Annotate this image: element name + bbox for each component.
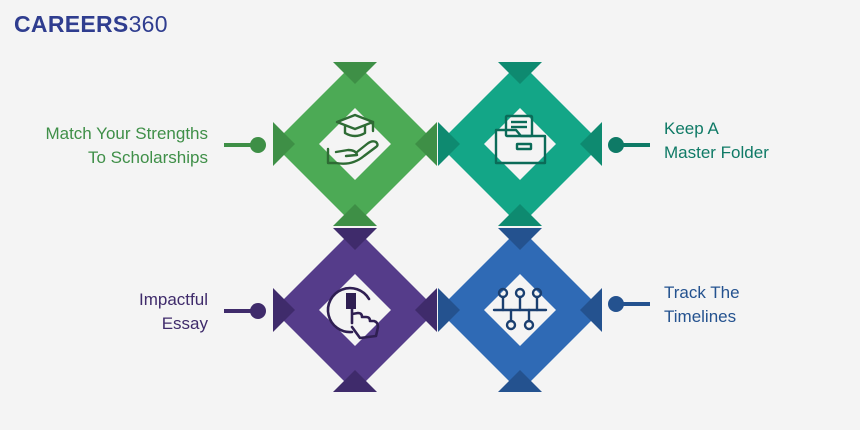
diamond-blue	[438, 228, 602, 392]
touch-click-icon	[326, 286, 380, 340]
connector-teal	[608, 137, 650, 153]
label-match-strengths: Match Your Strengths To Scholarships	[45, 124, 208, 167]
label-master-folder: Keep A Master Folder	[664, 119, 769, 162]
diamond-purple	[273, 228, 437, 392]
folder-icon	[494, 114, 547, 165]
diamond-green	[273, 62, 437, 226]
logo-text-regular: 360	[128, 11, 168, 37]
timeline-nodes-icon	[492, 287, 548, 331]
graduation-cap-hand-icon	[326, 113, 379, 165]
connector-green	[224, 137, 266, 153]
logo-text-bold: CAREERS	[14, 11, 129, 37]
connector-purple	[224, 303, 266, 319]
label-impactful-essay: Impactful Essay	[139, 290, 208, 333]
diamond-teal	[438, 62, 602, 226]
label-track-timelines: Track The Timelines	[664, 283, 740, 326]
connector-blue	[608, 296, 650, 312]
careers360-logo: CAREERS360	[14, 10, 168, 38]
